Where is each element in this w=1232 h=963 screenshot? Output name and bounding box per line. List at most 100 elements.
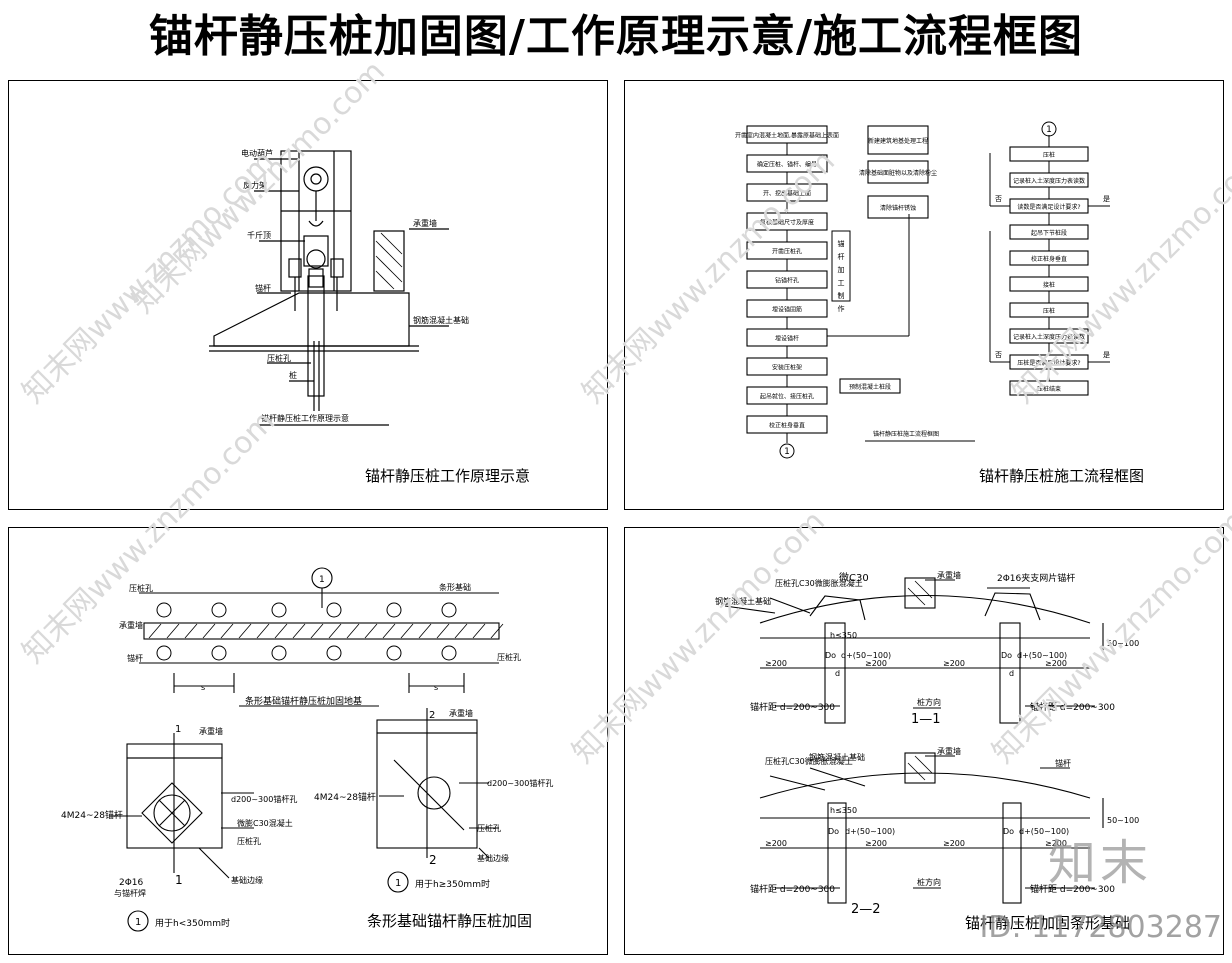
- sec-gap-2: d+(50~100): [1017, 651, 1067, 660]
- sec-bars-top: 2Φ16夹支网片锚杆: [997, 572, 1075, 584]
- sec-c30-a: 压桩孔C30微膨胀混凝土: [775, 578, 863, 588]
- sec-rc-foundation: 钢筋混凝土基础: [715, 596, 771, 606]
- plan-label-press-hole-r: 压桩孔: [497, 652, 521, 662]
- sec-bearing-wall: 承重墙: [937, 570, 961, 580]
- sec-dim50-1: 50~100: [1107, 639, 1139, 648]
- plan-hatch-line: [418, 623, 432, 639]
- detail2-base-edge: 基础边缘: [477, 853, 509, 863]
- sec2-c30-a: 压桩孔C30微膨胀混凝土: [765, 756, 853, 766]
- sec2-gap-2: d+(50~100): [1019, 827, 1069, 836]
- flow-drawing: 开凿室内混凝土地面,暴露原基础上表面确定压桩、锚杆、编号开、挖出基础上面复核基础…: [735, 121, 1110, 459]
- plan-spacing-1: s: [201, 683, 205, 692]
- principle-caption: 锚杆静压桩工作原理示意: [365, 467, 531, 485]
- label-press-hole: 压桩孔: [267, 353, 291, 363]
- plan-hatch-line: [292, 623, 306, 639]
- sec2-dim200-4: ≥200: [1045, 839, 1067, 848]
- flow-yes-2: 是: [1103, 351, 1110, 359]
- plan-label-press-hole: 压桩孔: [129, 583, 153, 593]
- sec2-gap350: h≤350: [830, 806, 857, 815]
- flow-mid-step-2-box: [867, 195, 929, 219]
- flow-seal-text: 预制混凝土桩段: [849, 383, 891, 391]
- detail2-anchor-spec: 4M24~28锚杆: [314, 791, 376, 803]
- flow-no-1: 否: [995, 195, 1002, 203]
- detail1-hook: 与锚杆焊: [114, 888, 146, 898]
- plan-hatch-line: [148, 623, 162, 639]
- flow-left-step-3-text: 复核基础尺寸及厚度: [760, 219, 814, 227]
- label-anchor: 锚杆: [255, 283, 271, 293]
- plan-spacing-2: s: [434, 683, 438, 692]
- sec2-bearing-wall: 承重墙: [937, 746, 961, 756]
- flow-right-step-7-text: 记录桩入土深度压力表读数: [1013, 333, 1085, 341]
- flow-right-step-3-text: 起吊下节桩段: [1031, 229, 1067, 237]
- detail1-base-edge: 基础边缘: [231, 875, 263, 885]
- label-frame: 反力架: [243, 180, 267, 190]
- panel-construction-flow: 开凿室内混凝土地面,暴露原基础上表面确定压桩、锚杆、编号开、挖出基础上面复核基础…: [624, 80, 1224, 510]
- sec-anchor-spacing-1: 锚杆距 d=200~300: [750, 701, 835, 713]
- flow-left-step-2-text: 开、挖出基础上面: [763, 190, 811, 198]
- plan-hatch-line: [328, 623, 342, 639]
- flow-right-step-6-text: 压桩: [1043, 307, 1055, 315]
- flow-left-step-0-text: 开凿室内混凝土地面,暴露原基础上表面: [735, 132, 839, 140]
- label-jack: 千斤顶: [247, 230, 271, 240]
- plan-hatch-line: [490, 623, 504, 639]
- plan-hatch-line: [382, 623, 396, 639]
- sec2-do-1: Do: [828, 827, 839, 836]
- flow-side-char-2: 加: [838, 265, 845, 274]
- sec-gap-1: d+(50~100): [841, 651, 891, 660]
- flow-no-2: 否: [995, 351, 1002, 359]
- plan-label-bearing-wall: 承重墙: [119, 620, 143, 630]
- sec-11: 1—1: [911, 712, 941, 727]
- panel-working-principle: 电动葫芦 反力架 千斤顶 锚杆 承重墙 钢筋混凝土基础 压桩孔 桩 锚杆静压桩工…: [8, 80, 608, 510]
- flow-left-step-8-text: 安装压桩架: [772, 364, 802, 372]
- detail1-bearing-wall: 承重墙: [199, 726, 223, 736]
- plan-pile-hole-0-0: [156, 602, 172, 618]
- sec2-anchor-spacing-2: 锚杆距 d=200~300: [1030, 883, 1115, 895]
- detail1-anchor-spec: 4M24~28锚杆: [61, 809, 123, 821]
- flow-mid-step-1-box: [867, 160, 929, 184]
- flow-right-step-1-text: 记录桩入土深度压力表读数: [1013, 177, 1085, 185]
- flow-side-char-5: 作: [838, 304, 845, 313]
- detail1-bar: 2Φ16: [119, 878, 144, 888]
- plan-section-mark: 1: [319, 575, 325, 585]
- sec-dim200-1: ≥200: [765, 659, 787, 668]
- detail1-grout: 微膨C30混凝土: [237, 818, 293, 828]
- plan-pile-hole-1-0: [211, 602, 227, 618]
- flow-left-step-1-text: 确定压桩、锚杆、编号: [757, 161, 817, 169]
- flow-side-char-1: 杆: [838, 252, 845, 261]
- flow-left-step-10-text: 校正桩身垂直: [769, 422, 805, 430]
- flow-side-box: [831, 230, 851, 302]
- plan-pile-hole-0-1: [156, 645, 172, 661]
- sec-do-2: Do: [1001, 651, 1012, 660]
- sec2-gap-1: d+(50~100): [845, 827, 895, 836]
- plan-hatch-line: [202, 623, 216, 639]
- flow-seal-box: [839, 378, 901, 394]
- flow-right-step-2-text: 读数是否满足设计要求?: [1017, 203, 1080, 211]
- plan-pile-hole-5-1: [441, 645, 457, 661]
- flow-mid-step-2-text: 清除锚杆锈蚀: [880, 204, 916, 212]
- image-id: ID: 1172803287: [979, 910, 1222, 945]
- flow-left-step-9-text: 起吊就位、接压桩孔: [760, 393, 814, 401]
- plan-hatch-line: [310, 623, 324, 639]
- sec2-dim50: 50~100: [1107, 816, 1139, 825]
- sec-pile-dir-1: 桩方向: [917, 697, 941, 707]
- principle-subcaption: 锚杆静压桩工作原理示意: [261, 413, 349, 423]
- sec-d-2: d: [1009, 669, 1014, 678]
- flow-left-end-circle: [779, 443, 795, 459]
- flow-left-step-6-text: 埋设锚固筋: [772, 306, 802, 314]
- flow-left-step-7-text: 埋设锚杆: [775, 335, 799, 343]
- flow-right-step-9-text: 压桩结束: [1037, 385, 1061, 393]
- flow-right-step-0-text: 压桩: [1043, 151, 1055, 159]
- label-rc-foundation: 钢筋混凝土基础: [413, 315, 469, 325]
- plan-hatch-line: [454, 623, 468, 639]
- sec2-do-2: Do: [1003, 827, 1014, 836]
- flow-right-step-8-text: 压桩是否满足设计要求?: [1017, 359, 1080, 367]
- plan-hatch-line: [274, 623, 288, 639]
- panel-section: 压桩孔C30微膨胀混凝土 微C30 2Φ16夹支网片锚杆 承重墙 钢筋混凝土基础…: [624, 527, 1224, 955]
- sec-c30-b: 微C30: [839, 571, 869, 584]
- detail-sec1-bottom: 1: [175, 873, 183, 887]
- brand-logo: 知末: [1047, 835, 1152, 891]
- flow-left-step-5-text: 钻锚杆孔: [775, 277, 799, 285]
- detail2-bearing-wall: 承重墙: [449, 708, 473, 718]
- flow-subcaption: 锚杆静压桩施工流程框图: [873, 430, 939, 438]
- detail-sec2-top: 2: [429, 710, 435, 721]
